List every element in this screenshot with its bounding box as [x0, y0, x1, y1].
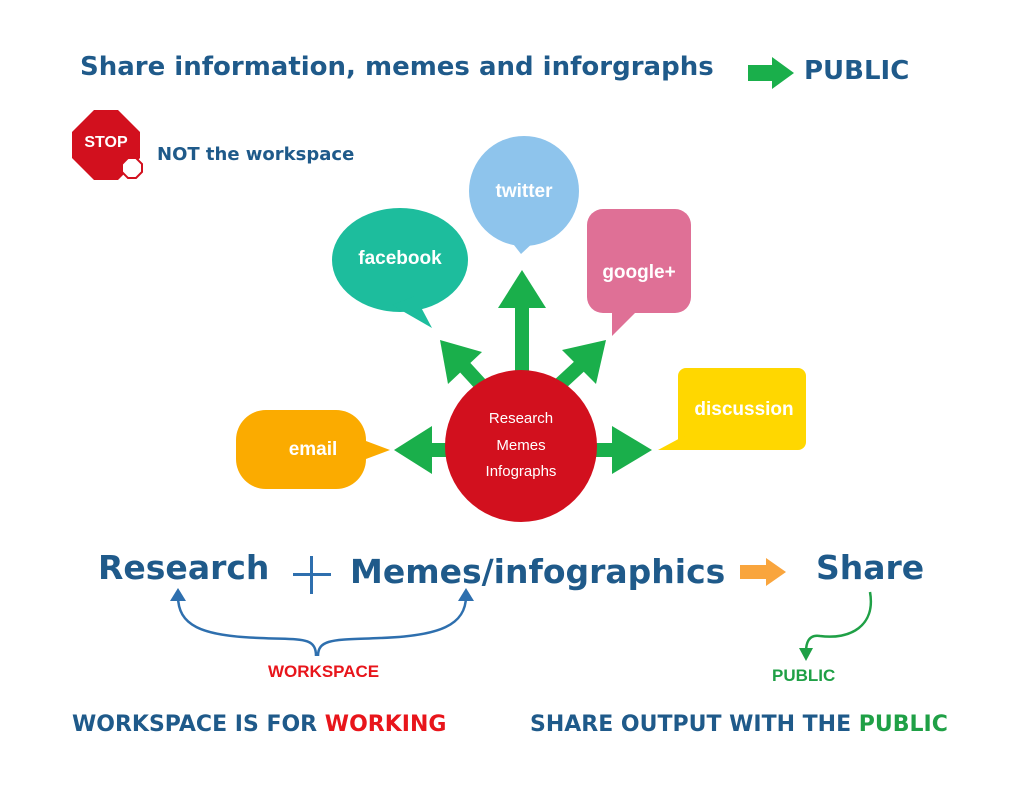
hub-line-infographs: Infographs — [485, 463, 557, 480]
footer-right-text: SHARE OUTPUT WITH THE — [530, 712, 859, 737]
arrow-right-icon — [590, 426, 652, 474]
footer-right-highlight: PUBLIC — [858, 712, 948, 737]
footer-left-text: WORKSPACE IS FOR — [72, 712, 325, 737]
public-label: PUBLIC — [772, 666, 836, 685]
google-label: google+ — [602, 262, 676, 283]
flow-share: Share — [816, 548, 925, 587]
arrow-upleft-icon — [440, 340, 488, 391]
arrow-upright-icon — [553, 340, 606, 392]
facebook-label: facebook — [358, 248, 442, 269]
flow-memes: Memes/infographics — [350, 552, 726, 591]
arrow-up-icon — [498, 270, 546, 372]
arrow-left-icon — [394, 426, 450, 474]
footer-left-highlight: WORKING — [324, 712, 447, 737]
plus-icon — [293, 556, 331, 594]
not-workspace-note: NOT the workspace — [157, 144, 355, 165]
email-label: email — [288, 439, 338, 460]
footer-right: SHARE OUTPUT WITH THE PUBLIC — [530, 712, 948, 737]
twitter-label: twitter — [495, 181, 553, 202]
hub-line-memes: Memes — [496, 437, 546, 454]
hub-line-research: Research — [488, 410, 554, 427]
stop-sign-label: STOP — [84, 134, 128, 151]
footer-left: WORKSPACE IS FOR WORKING — [72, 712, 446, 737]
workspace-curve-arrows — [176, 595, 468, 657]
share-arrow-icon — [740, 558, 786, 586]
workspace-label: WORKSPACE — [268, 662, 380, 681]
flow-research: Research — [98, 548, 270, 587]
discussion-label: discussion — [694, 399, 794, 420]
page-title: Share information, memes and inforgraphs — [80, 52, 714, 82]
header-public-label: PUBLIC — [804, 56, 910, 86]
share-curve-arrow — [804, 591, 873, 653]
